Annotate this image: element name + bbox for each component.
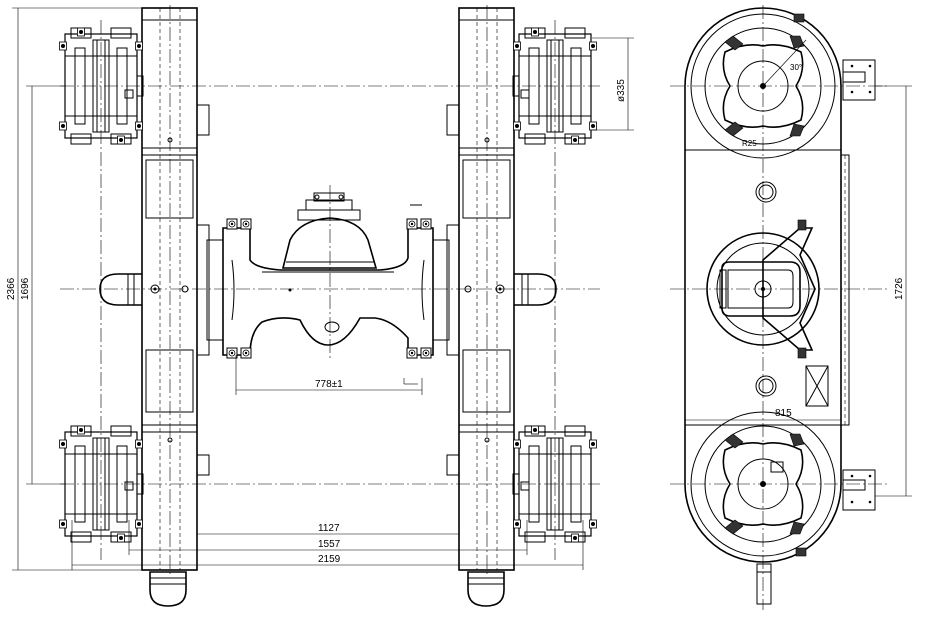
plan-centerlines [60,5,600,575]
dim-side-height: 1726 [894,277,905,300]
dim-side-width: 815 [775,408,792,419]
dim-track-1127: 1127 [318,523,340,534]
bottom-right-lamp [467,571,505,607]
dim-axle-span: 778±1 [315,379,343,390]
plan-dimensions: 2366 1696 ø335 778±1 1127 1557 [6,7,634,571]
transverse-bolster [196,218,460,359]
bottom-left-lamp [149,571,187,607]
dim-track-2159: 2159 [318,554,341,565]
side-dimensions: 1726 815 [685,85,912,497]
dim-wheelbase: 1696 [20,277,31,300]
dim-bore-diameter: ø335 [616,79,627,102]
side-centerlines [670,5,890,610]
frame-studs [124,89,530,491]
dim-overall-height: 2366 [6,277,17,300]
dim-track-1557: 1557 [318,539,341,550]
side-brackets [756,59,876,605]
side-view: 30° R25 [670,5,912,610]
upper-radius-label: R25 [742,139,757,148]
side-holes [755,181,777,397]
right-lamp [514,273,557,306]
center-pivot [281,192,378,269]
left-lamp [99,273,142,306]
upper-angle-label: 30° [790,63,802,72]
plan-view: 2366 1696 ø335 778±1 1127 1557 [6,5,634,607]
